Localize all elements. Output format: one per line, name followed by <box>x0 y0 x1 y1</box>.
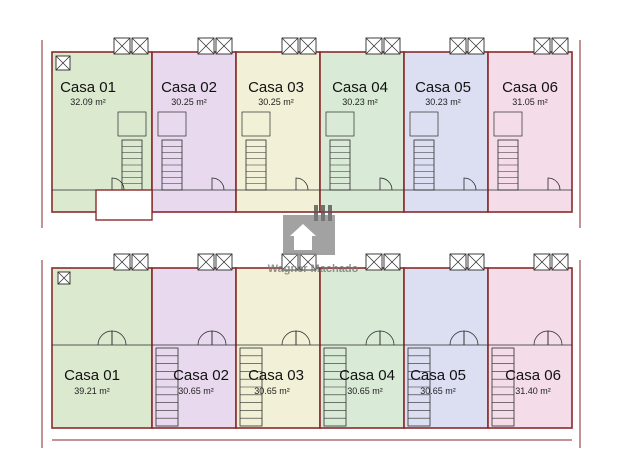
window-box-cross <box>365 37 383 55</box>
window-box-cross <box>299 253 317 271</box>
window-box-cross <box>533 253 551 271</box>
window-box-cross <box>131 37 149 55</box>
door-swing <box>211 177 225 191</box>
window-box-cross <box>113 253 131 271</box>
lower-unit <box>51 267 153 429</box>
lower-unit-area: 31.40 m² <box>515 386 551 396</box>
stair-landing <box>241 111 271 137</box>
lower-unit-name: Casa 02 <box>173 367 229 384</box>
upper-unit-area: 31.05 m² <box>512 97 548 107</box>
lower-unit-area: 30.65 m² <box>178 386 214 396</box>
upper-unit <box>403 51 489 213</box>
stair-landing <box>325 111 355 137</box>
upper-unit-name: Casa 06 <box>502 79 558 96</box>
upper-unit-area: 32.09 m² <box>70 97 106 107</box>
house-logo-icon <box>283 205 335 255</box>
window-box-cross <box>467 253 485 271</box>
upper-unit <box>487 51 573 213</box>
upper-unit-area: 30.25 m² <box>171 97 207 107</box>
door-swing <box>449 330 465 346</box>
upper-unit <box>51 51 153 213</box>
upper-unit-name: Casa 05 <box>415 79 471 96</box>
upper-unit-area: 30.25 m² <box>258 97 294 107</box>
door-swing <box>533 330 549 346</box>
door-swing <box>547 177 561 191</box>
window-box-cross <box>383 37 401 55</box>
stair-landing <box>493 111 523 137</box>
door-swing <box>197 330 213 346</box>
window-box-cross <box>449 253 467 271</box>
lower-unit-area: 30.65 m² <box>420 386 456 396</box>
door-swing <box>463 177 477 191</box>
vent-box-cross <box>57 271 71 285</box>
window-box-cross <box>551 253 569 271</box>
upper-unit-name: Casa 01 <box>60 79 116 96</box>
stair-landing <box>157 111 187 137</box>
window-box-cross <box>365 253 383 271</box>
upper-unit-name: Casa 03 <box>248 79 304 96</box>
door-swing <box>111 177 125 191</box>
lower-unit-area: 30.65 m² <box>254 386 290 396</box>
upper-unit-labels: Casa 01 32.09 m² Casa 02 30.25 m² Casa 0… <box>60 79 558 107</box>
window-box-cross <box>533 37 551 55</box>
lower-unit-labels: Casa 01 39.21 m² Casa 02 30.65 m² Casa 0… <box>64 367 561 396</box>
door-swing <box>365 330 381 346</box>
window-box-cross <box>299 37 317 55</box>
door-swing <box>379 177 393 191</box>
upper-unit <box>151 51 237 213</box>
window-box-cross <box>131 253 149 271</box>
stair-landing <box>409 111 439 137</box>
door-swing <box>97 330 113 346</box>
window-box-cross <box>197 253 215 271</box>
watermark-text: Wagner Machado <box>268 263 359 275</box>
upper-unit-area: 30.23 m² <box>342 97 378 107</box>
watermark: Wagner Machado <box>268 205 359 275</box>
window-box-cross <box>383 253 401 271</box>
vent-box-cross <box>55 55 71 71</box>
lower-unit-name: Casa 04 <box>339 367 395 384</box>
plan-details <box>41 40 581 448</box>
upper-unit-name: Casa 02 <box>161 79 217 96</box>
upper-unit <box>235 51 321 213</box>
lower-floor-plan <box>51 253 573 441</box>
lower-unit-area: 39.21 m² <box>74 386 110 396</box>
window-box-cross <box>197 37 215 55</box>
upper-unit-area: 30.23 m² <box>425 97 461 107</box>
upper-unit <box>319 51 405 213</box>
lower-unit-name: Casa 03 <box>248 367 304 384</box>
upper-unit-name: Casa 04 <box>332 79 388 96</box>
stair-landing <box>117 111 147 137</box>
upper-annex <box>95 189 153 221</box>
window-box-cross <box>551 37 569 55</box>
door-swing <box>295 177 309 191</box>
window-box-cross <box>215 37 233 55</box>
window-box-cross <box>281 253 299 271</box>
lower-unit-name: Casa 05 <box>410 367 466 384</box>
upper-floor-plan <box>51 37 573 221</box>
window-box-cross <box>467 37 485 55</box>
lower-unit-area: 30.65 m² <box>347 386 383 396</box>
door-swing <box>281 330 297 346</box>
window-box-cross <box>113 37 131 55</box>
lower-unit-name: Casa 06 <box>505 367 561 384</box>
window-box-cross <box>215 253 233 271</box>
window-box-cross <box>281 37 299 55</box>
lower-unit-name: Casa 01 <box>64 367 120 384</box>
window-box-cross <box>449 37 467 55</box>
